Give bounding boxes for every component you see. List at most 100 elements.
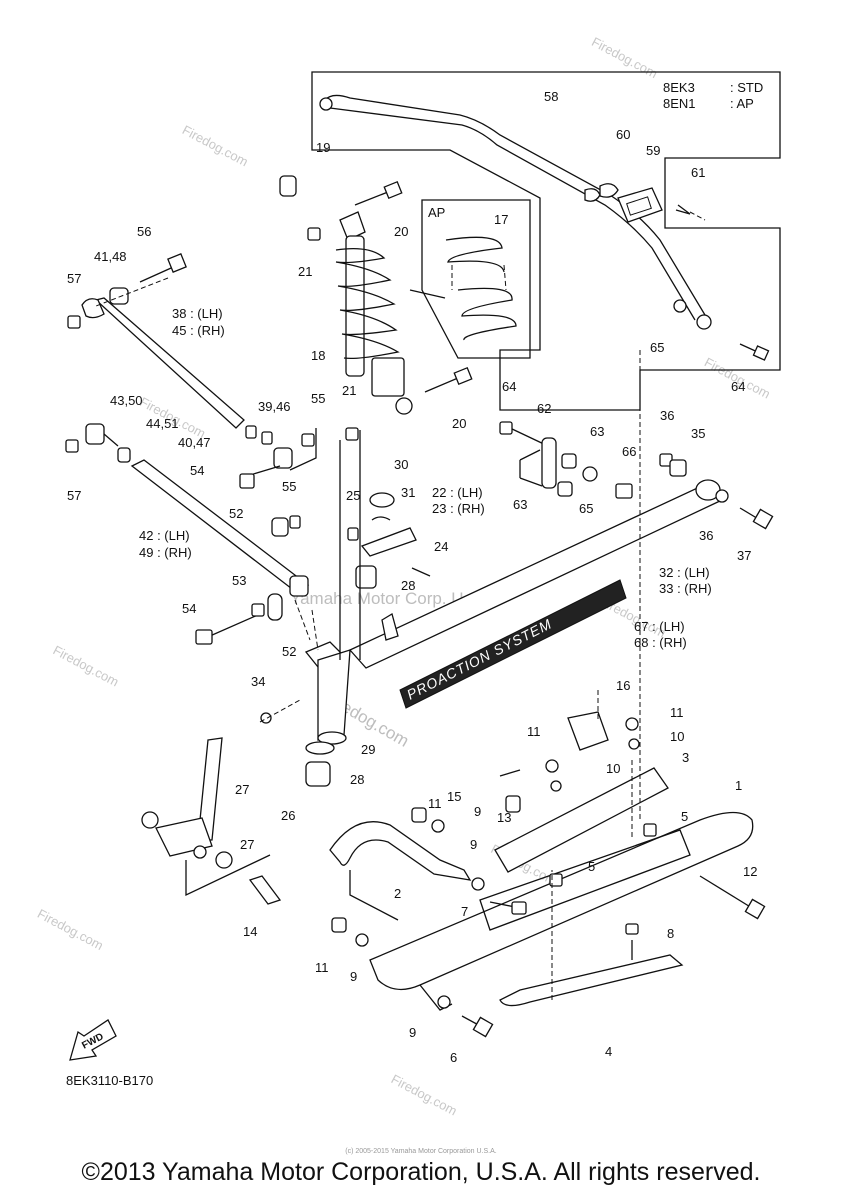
part-label: 66 [622, 444, 636, 459]
part-label: 11 [527, 724, 541, 739]
part-label: 27 [240, 837, 254, 852]
part-label: 21 [298, 264, 312, 279]
ski-assembly [369, 711, 754, 1011]
part-label: 28 [350, 772, 364, 787]
part-label: 65 [650, 340, 664, 355]
part-label: 36 [699, 528, 713, 543]
part-label: 22 : (LH) [432, 485, 483, 500]
bolt-20-bottom [424, 366, 473, 393]
part-label: 4 [605, 1044, 612, 1059]
part-label: 35 [691, 426, 705, 441]
part-label: 10 [670, 729, 684, 744]
part-label: 53 [232, 573, 246, 588]
part-label: 57 [67, 271, 81, 286]
part-label: 9 [350, 969, 357, 984]
part-label: 61 [691, 165, 705, 180]
part-label: 14 [243, 924, 257, 939]
watermark: Firedog.com [389, 1071, 460, 1118]
bracket-59 [617, 187, 663, 223]
watermark: Firedog.com [51, 642, 122, 689]
bushing-60 [584, 183, 619, 202]
nut-65-top [673, 299, 687, 313]
part-label: 1 [735, 778, 742, 793]
ski-handle [329, 821, 472, 881]
ski-hardware [331, 769, 766, 1038]
part-label: 34 [251, 674, 265, 689]
center-watermark: Yamaha Motor Corp. U.S.A. [290, 589, 500, 608]
bolt-64-right [739, 343, 770, 361]
nut-21-bottom [345, 427, 359, 441]
part-label: 5 [681, 809, 688, 824]
part-label: 8 [667, 926, 674, 941]
part-label: 16 [616, 678, 630, 693]
part-label: 11 [428, 796, 442, 811]
part-label: 55 [282, 479, 296, 494]
guide-lines [95, 277, 641, 1000]
part-label: 42 : (LH) [139, 528, 190, 543]
part-label: 38 : (LH) [172, 306, 223, 321]
part-label: 59 [646, 143, 660, 158]
part-label: 24 [434, 539, 448, 554]
part-label: 7 [461, 904, 468, 919]
part-label: 6 [450, 1050, 457, 1065]
part-label: 65 [579, 501, 593, 516]
part-label: 27 [235, 782, 249, 797]
part-label: 25 [346, 488, 360, 503]
part-label: 36 [660, 408, 674, 423]
part-label: 10 [606, 761, 620, 776]
part-label: 54 [182, 601, 196, 616]
part-label: 68 : (RH) [634, 635, 687, 650]
part-label: 52 [229, 506, 243, 521]
part-label: 11 [315, 960, 329, 975]
copyright-notice: ©2013 Yamaha Motor Corporation, U.S.A. A… [81, 1158, 761, 1186]
part-label: 43,50 [110, 393, 143, 408]
bolt-20-top [354, 180, 403, 206]
part-label: 9 [474, 804, 481, 819]
part-label: 15 [447, 789, 461, 804]
steering-link [347, 492, 431, 577]
part-label: 23 : (RH) [432, 501, 485, 516]
ap-inset: AP [409, 199, 531, 359]
part-label: 55 [311, 391, 325, 406]
diagram-code: 8EK3110-B170 [66, 1073, 154, 1088]
part-label: 20 [394, 224, 408, 239]
arm-hardware [195, 425, 315, 645]
part-label: 39,46 [258, 399, 291, 414]
part-label: 30 [394, 457, 408, 472]
part-labels: 58 60 59 61 19 20 21 17 56 41,48 57 38 :… [67, 89, 757, 1065]
legend: 8EK3 : STD 8EN1 : AP [663, 80, 763, 111]
shock-absorber [335, 211, 413, 415]
part-label: 9 [470, 837, 477, 852]
upper-arm [67, 253, 245, 429]
part-label: 28 [401, 578, 415, 593]
part-label: 58 [544, 89, 558, 104]
fwd-arrow-icon: FWD [69, 1019, 117, 1061]
legend-code-std: 8EK3 [663, 80, 695, 95]
part-label: 5 [588, 859, 595, 874]
part-label: 45 : (RH) [172, 323, 225, 338]
part-label: 2 [394, 886, 401, 901]
steering-column [141, 737, 282, 905]
part-label: 19 [316, 140, 330, 155]
part-label: 33 : (RH) [659, 581, 712, 596]
part-label: 54 [190, 463, 204, 478]
stabilizer-bar [319, 94, 712, 330]
part-label: 29 [361, 742, 375, 757]
lower-arm [65, 423, 310, 597]
steering-arm-62 [499, 421, 633, 499]
part-label: 11 [670, 705, 684, 720]
part-label: 64 [502, 379, 516, 394]
part-label: 44,51 [146, 416, 179, 431]
part-label: 32 : (LH) [659, 565, 710, 580]
part-label: 21 [342, 383, 356, 398]
spindle [260, 565, 377, 787]
bolt-61 [675, 204, 706, 221]
legend-desc-ap: : AP [730, 96, 754, 111]
part-label: 37 [737, 548, 751, 563]
tie-rod [348, 453, 774, 669]
part-label: 41,48 [94, 249, 127, 264]
part-label: 57 [67, 488, 81, 503]
legend-desc-std: : STD [730, 80, 763, 95]
part-label: 12 [743, 864, 757, 879]
